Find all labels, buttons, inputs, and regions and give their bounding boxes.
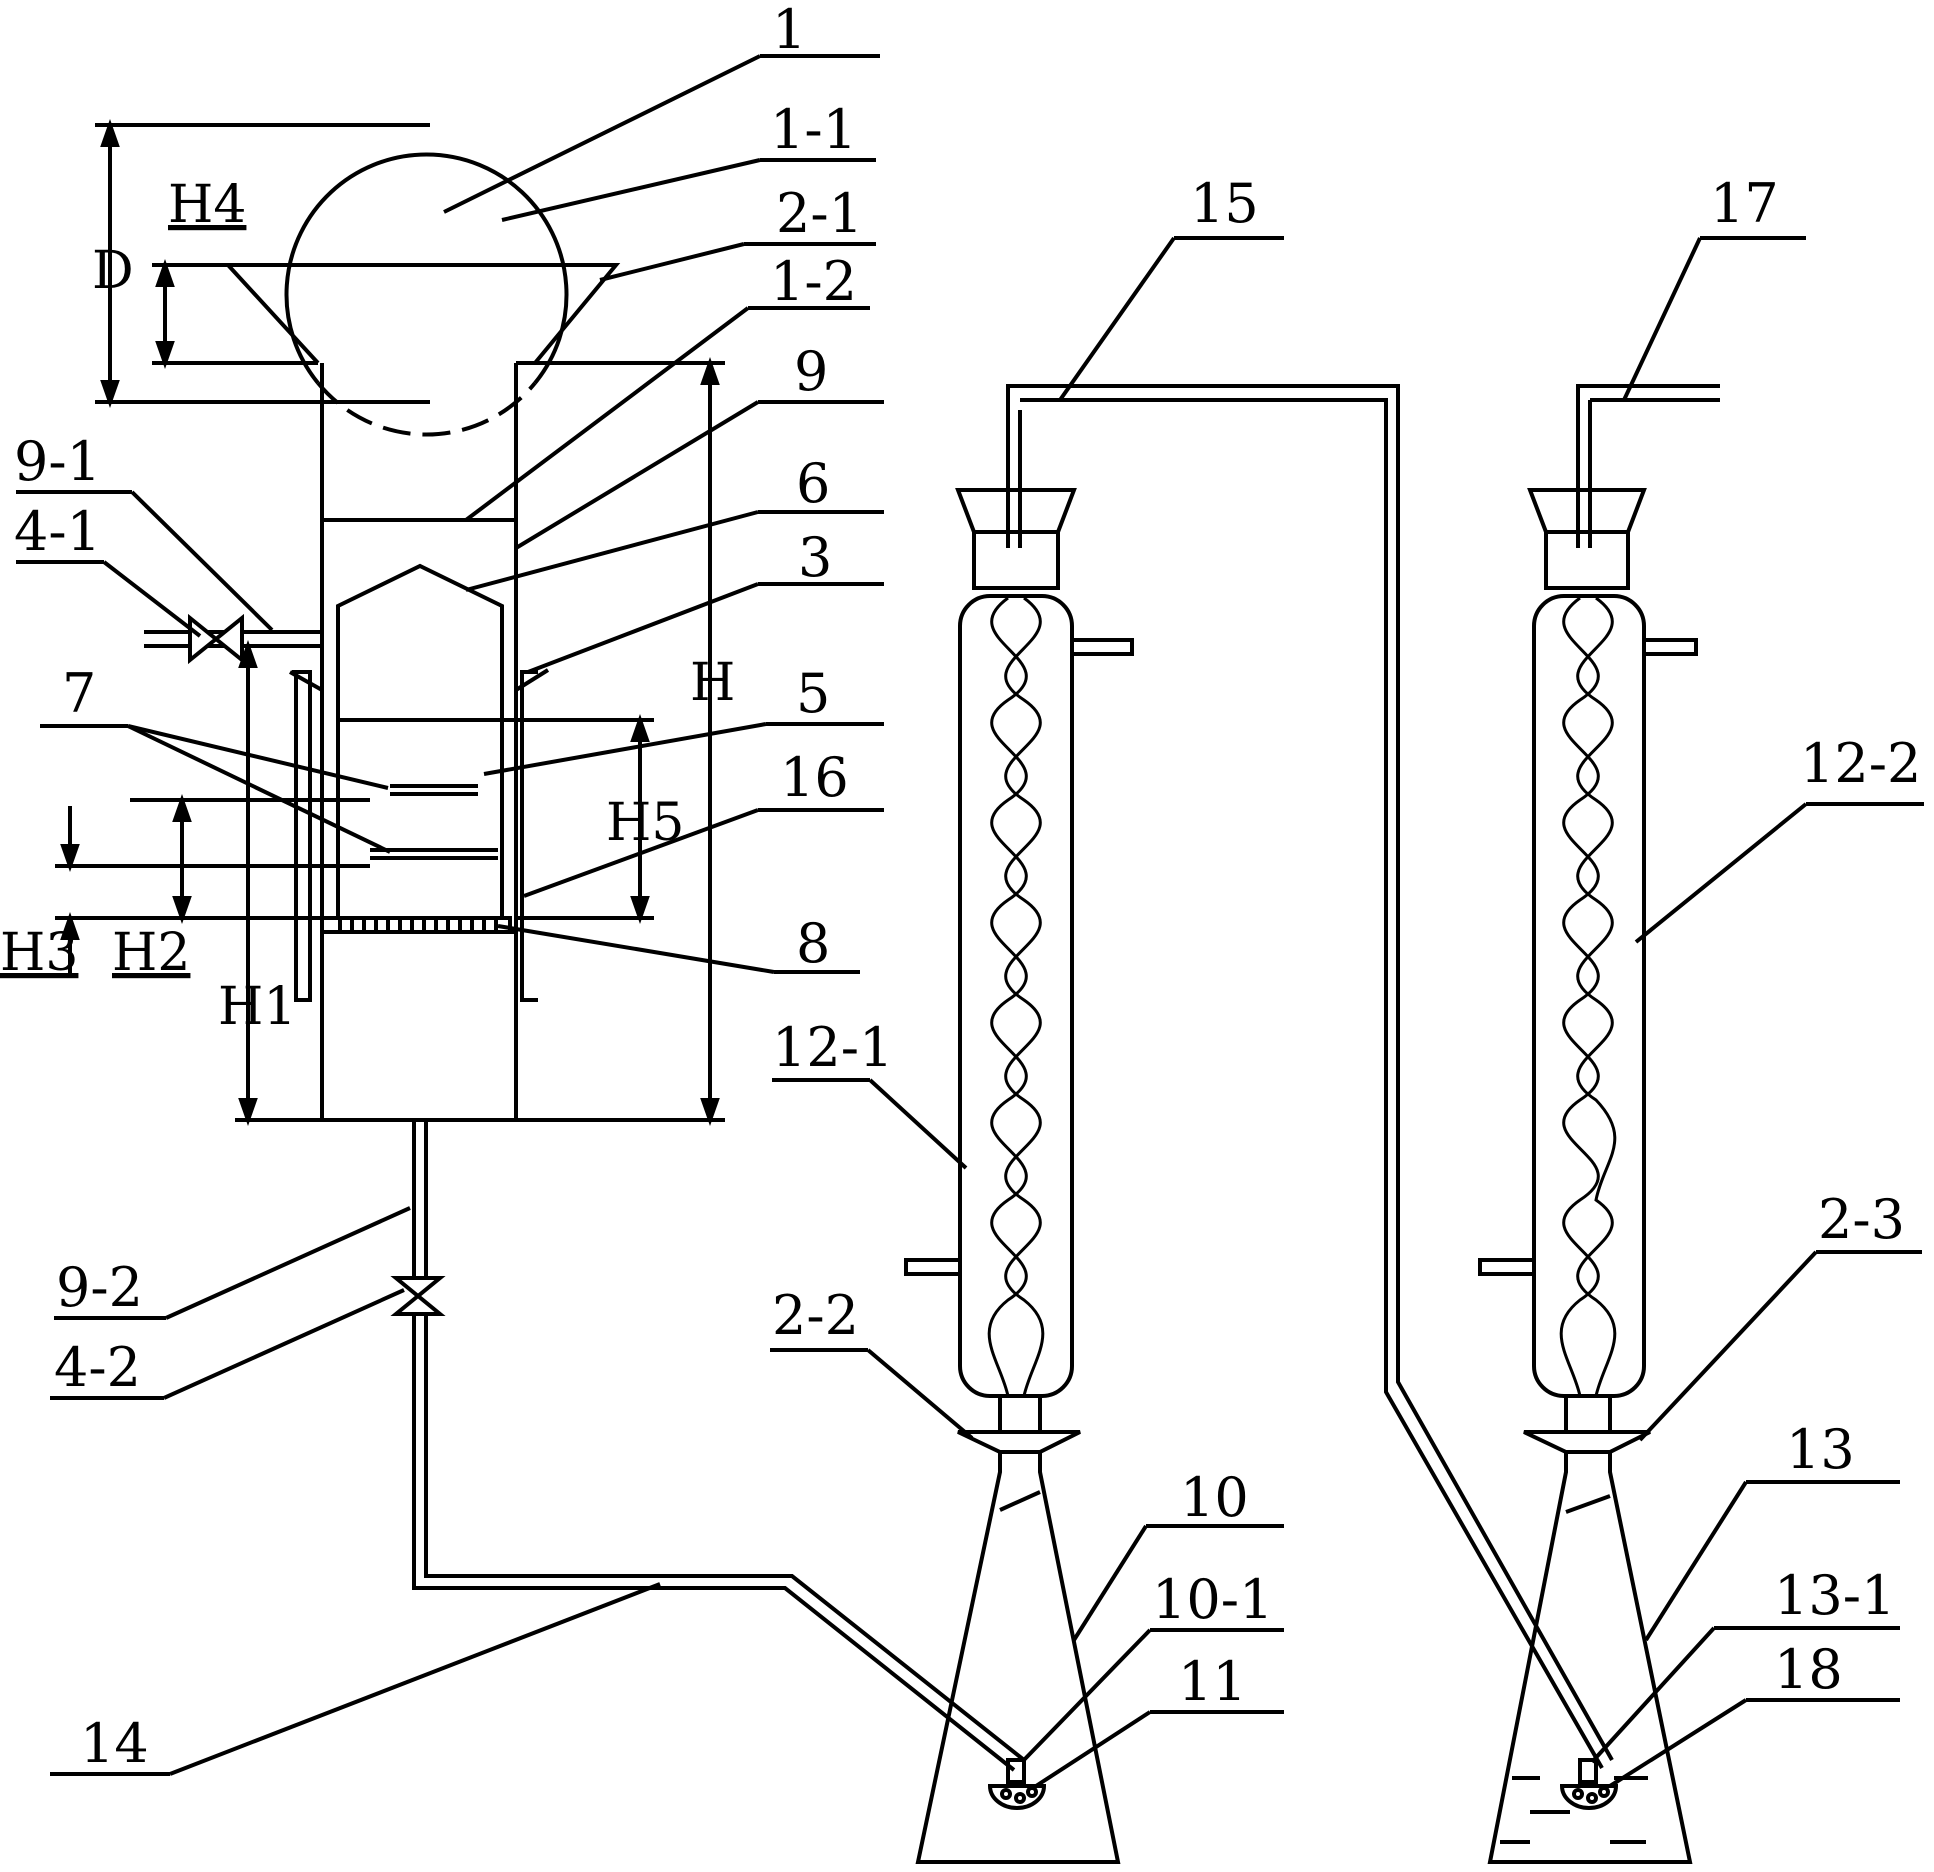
dim-H1: H1 [218,977,296,1037]
label-4-2: 4-2 [54,1336,141,1399]
label-2-3: 2-3 [1818,1188,1905,1251]
inner-tube-6 [336,563,504,920]
aerator-18 [1559,1784,1619,1810]
condenser-12-1 [958,594,1074,1398]
labels: 1 1-1 2-1 1-2 9 6 3 5 16 8 7 9-1 4-1 9-2… [14,0,1921,1775]
aerator-11 [987,1784,1047,1810]
sphere-1-1-hidden [316,381,537,437]
label-12-1: 12-1 [772,1016,893,1079]
tube-17 [1576,384,1720,388]
condenser-12-2 [1532,594,1646,1398]
flask-10 [915,1452,1121,1864]
label-14: 14 [80,1712,149,1775]
label-12-2: 12-2 [1800,732,1921,795]
tube-end-13-1 [1578,1758,1598,1784]
condenser-coil-12-1 [987,596,1028,1397]
label-13-1: 13-1 [1774,1564,1895,1627]
dim-H4: H4 [168,175,246,235]
label-8: 8 [796,912,830,975]
stopper-top-2 [1527,488,1647,534]
condenser-assembly-1 [904,400,1134,1864]
sphere-1-1 [284,152,569,385]
dim-H2: H2 [112,923,190,983]
tube-15 [1006,384,1614,1761]
tube-end-10-1 [1006,1758,1026,1784]
grid-slots-8 [350,918,498,932]
liquid-level-13 [1500,1776,1648,1844]
dim-H5: H5 [606,793,684,853]
label-5: 5 [796,662,830,725]
label-4-1: 4-1 [14,500,101,563]
stopper-top-1 [955,488,1077,534]
label-15: 15 [1190,172,1259,235]
label-18: 18 [1774,1638,1843,1701]
condenser-assembly-2 [1478,384,1720,1864]
jacket-3-left [292,670,312,1002]
leader-lines [16,54,1924,1788]
label-16: 16 [780,746,849,809]
label-9: 9 [794,340,828,403]
flask-13 [1487,1452,1693,1864]
dim-H: H [690,653,735,713]
label-9-1: 9-1 [14,430,101,493]
reactor-assembly [144,152,1026,1772]
label-1: 1 [772,0,806,61]
label-13: 13 [1786,1418,1855,1481]
label-11: 11 [1178,1650,1247,1713]
funnel-2-1 [228,263,621,365]
label-7: 7 [62,662,96,725]
stopper-2-2 [957,1430,1081,1454]
stopper-2-3 [1523,1430,1651,1454]
dimension-labels: D H4 H H1 H2 H3 H5 [0,175,735,1037]
dim-D: D [92,241,134,301]
dimension-lines [55,118,720,1127]
valve-4-1 [188,613,220,665]
label-10-1: 10-1 [1152,1568,1273,1631]
label-1-1: 1-1 [770,98,857,161]
label-6: 6 [796,452,830,515]
label-9-2: 9-2 [56,1256,143,1319]
label-2-2: 2-2 [772,1284,859,1347]
dim-H3: H3 [0,923,78,983]
label-2-1: 2-1 [776,182,863,245]
label-1-2: 1-2 [770,250,857,313]
valve-4-2 [390,1276,446,1299]
condenser-coil-12-2 [1559,596,1600,1397]
label-10: 10 [1180,1466,1249,1529]
tube-14 [412,1316,1016,1772]
label-3: 3 [798,526,832,589]
label-17: 17 [1710,172,1779,235]
